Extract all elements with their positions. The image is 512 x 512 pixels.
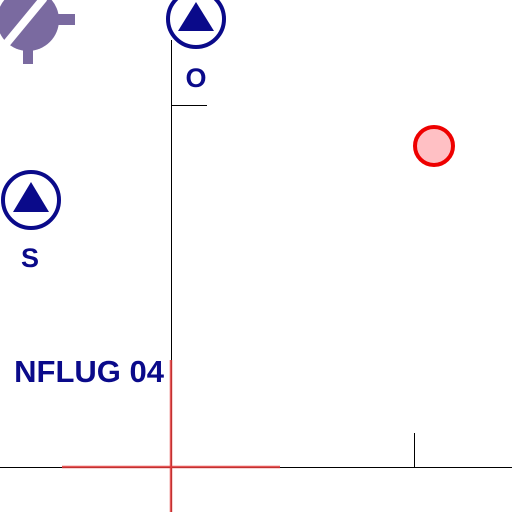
triangle-icon [13,182,49,212]
map-lines [0,40,512,512]
position-circle-icon[interactable] [413,125,455,167]
triangle-icon [178,2,214,31]
route-label: NFLUG 04 [14,354,165,389]
airfield-symbol-icon[interactable] [0,0,75,64]
point-s-label: S [21,243,39,273]
point-o-label: O [185,63,206,93]
reporting-point-o[interactable]: O [166,0,226,93]
reporting-point-s[interactable]: S [1,170,61,273]
crosshair-icon[interactable] [62,360,280,512]
